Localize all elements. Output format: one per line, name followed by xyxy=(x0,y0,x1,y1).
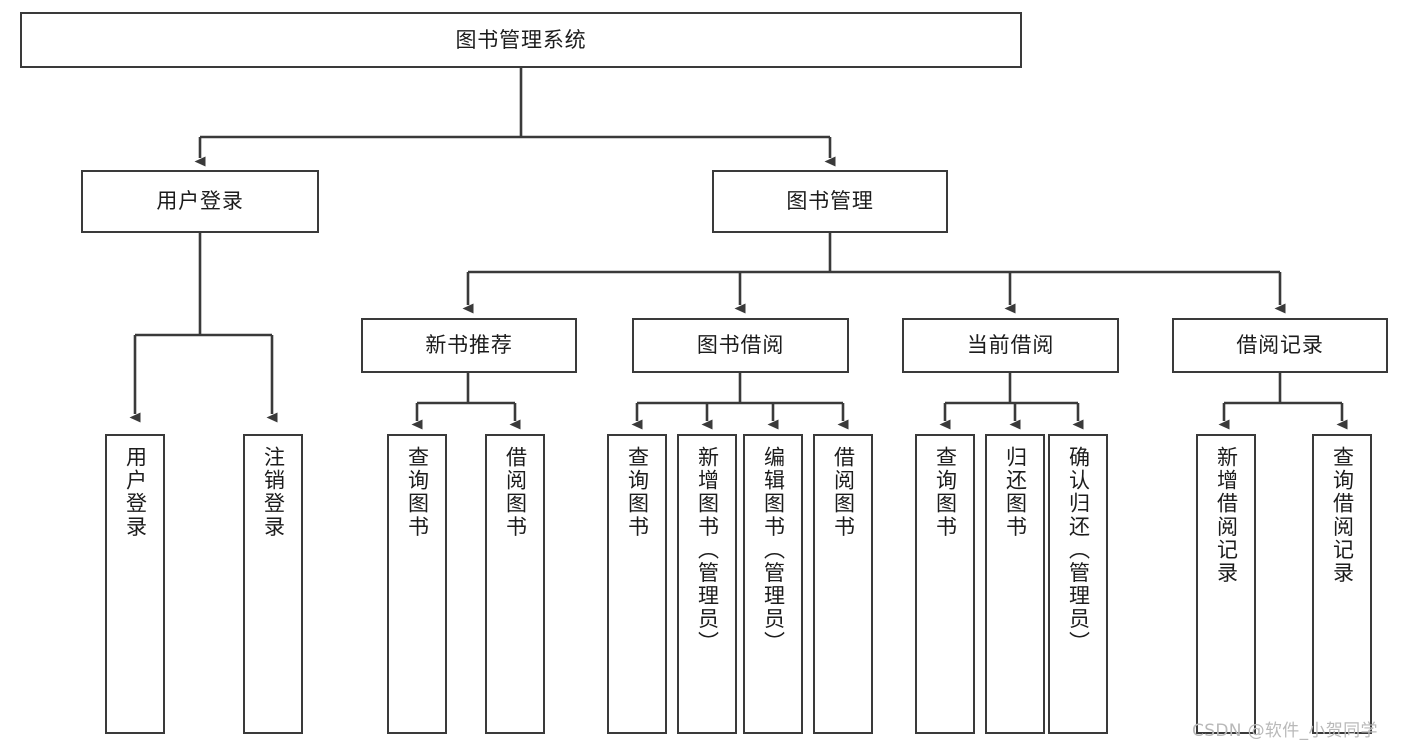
leaf-borrow-edit-book-label: 编辑图书（管理员） xyxy=(761,446,786,654)
leaf-recommend-borrow-book[interactable]: 借阅图书 xyxy=(485,434,545,734)
node-user-login-label: 用户登录 xyxy=(156,189,244,214)
leaf-borrow-query-book[interactable]: 查询图书 xyxy=(607,434,667,734)
leaf-borrow-lend-book[interactable]: 借阅图书 xyxy=(813,434,873,734)
leaf-recommend-borrow-book-label: 借阅图书 xyxy=(503,446,528,539)
leaf-recommend-query-book-label: 查询图书 xyxy=(405,446,430,539)
node-new-book-recommend-label: 新书推荐 xyxy=(425,333,513,358)
leaf-current-confirm-return-label: 确认归还（管理员） xyxy=(1066,446,1091,654)
node-root[interactable]: 图书管理系统 xyxy=(20,12,1022,68)
leaf-borrow-edit-book[interactable]: 编辑图书（管理员） xyxy=(743,434,803,734)
node-new-book-recommend[interactable]: 新书推荐 xyxy=(361,318,577,373)
node-borrow-record[interactable]: 借阅记录 xyxy=(1172,318,1388,373)
leaf-current-confirm-return[interactable]: 确认归还（管理员） xyxy=(1048,434,1108,734)
leaf-current-return-book[interactable]: 归还图书 xyxy=(985,434,1045,734)
leaf-borrow-lend-book-label: 借阅图书 xyxy=(831,446,856,539)
leaf-record-search-label: 查询借阅记录 xyxy=(1330,446,1355,585)
leaf-record-add[interactable]: 新增借阅记录 xyxy=(1196,434,1256,734)
leaf-user-login-label: 用户登录 xyxy=(123,446,148,539)
node-book-manage[interactable]: 图书管理 xyxy=(712,170,948,233)
leaf-current-query-book-label: 查询图书 xyxy=(933,446,958,539)
leaf-user-logout-label: 注销登录 xyxy=(261,446,286,539)
leaf-current-return-book-label: 归还图书 xyxy=(1003,446,1028,539)
leaf-user-logout[interactable]: 注销登录 xyxy=(243,434,303,734)
node-book-manage-label: 图书管理 xyxy=(786,189,874,214)
leaf-record-add-label: 新增借阅记录 xyxy=(1214,446,1239,585)
node-root-label: 图书管理系统 xyxy=(455,27,587,52)
leaf-record-search[interactable]: 查询借阅记录 xyxy=(1312,434,1372,734)
leaf-recommend-query-book[interactable]: 查询图书 xyxy=(387,434,447,734)
leaf-borrow-add-book[interactable]: 新增图书（管理员） xyxy=(677,434,737,734)
node-book-borrow-label: 图书借阅 xyxy=(696,333,785,358)
leaf-borrow-query-book-label: 查询图书 xyxy=(625,446,650,539)
node-borrow-record-label: 借阅记录 xyxy=(1236,333,1324,358)
node-current-borrow[interactable]: 当前借阅 xyxy=(902,318,1119,373)
node-book-borrow[interactable]: 图书借阅 xyxy=(632,318,849,373)
leaf-user-login[interactable]: 用户登录 xyxy=(105,434,165,734)
node-current-borrow-label: 当前借阅 xyxy=(966,333,1055,358)
leaf-borrow-add-book-label: 新增图书（管理员） xyxy=(695,446,720,654)
leaf-current-query-book[interactable]: 查询图书 xyxy=(915,434,975,734)
node-user-login[interactable]: 用户登录 xyxy=(81,170,319,233)
